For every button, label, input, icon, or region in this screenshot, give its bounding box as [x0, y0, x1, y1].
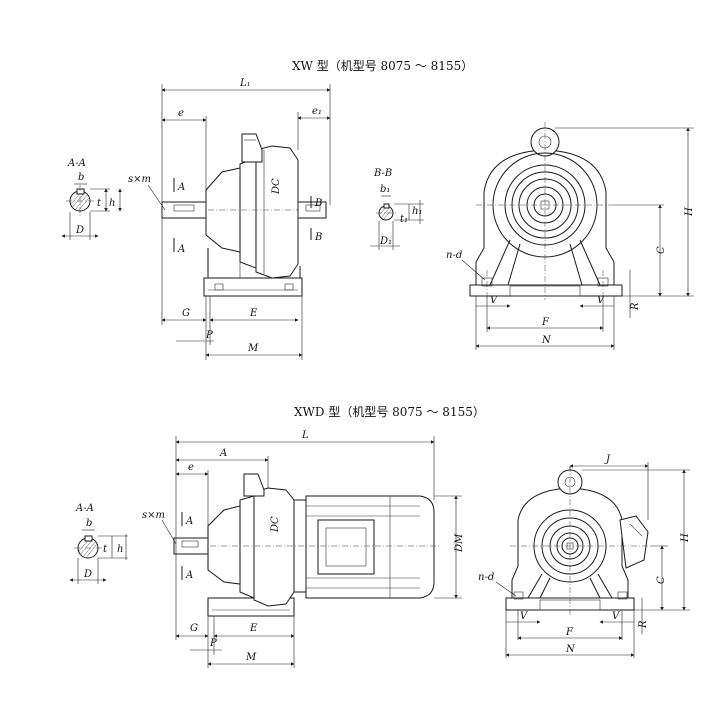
xwd-v-right: V — [612, 611, 621, 622]
xw-g: G — [182, 308, 190, 319]
xw-c: C — [656, 246, 667, 254]
xwd-front-dims: J H C R V V F N — [505, 454, 691, 658]
xwd-a-top: A — [185, 516, 193, 527]
xwd-e: e — [188, 462, 194, 473]
xw-nd: n-d — [446, 250, 462, 261]
xw-dc: DC — [271, 178, 282, 195]
xwd-section-aa: A-A b t h D — [69, 503, 128, 584]
xwd-aa-d: D — [83, 569, 92, 580]
xw-m: M — [247, 343, 259, 354]
xwd-v-left: V — [520, 611, 529, 622]
xw-bb-label: B-B — [373, 168, 392, 179]
xw-e1: e₁ — [312, 106, 322, 117]
xwd-title: XWD 型（机型号 8075 ～ 8155） — [294, 405, 485, 419]
xw-bb-d1: D₁ — [379, 236, 392, 247]
xwd-aa-h: h — [117, 544, 123, 555]
xw-b-bot: B — [314, 232, 322, 243]
xwd-aa-b: b — [86, 518, 92, 529]
xw-bb-t1: t₁ — [400, 214, 408, 225]
xw-n: N — [541, 335, 552, 346]
xw-sxm: s×m — [128, 174, 151, 185]
xwd-r: R — [638, 620, 649, 629]
xw-section-bb: B-B b₁ t₁ h₁ D₁ — [370, 168, 424, 250]
xw-title: XW 型（机型号 8075 ～ 8155） — [292, 59, 473, 73]
xwd-nd: n-d — [478, 572, 494, 583]
xw-aa-b: b — [78, 172, 84, 183]
xw-bb-h1: h₁ — [412, 206, 422, 217]
xw-r: R — [630, 302, 641, 311]
xwd-j: J — [604, 454, 611, 465]
xw-bb-b1: b₁ — [380, 184, 390, 195]
xwd-f: F — [565, 627, 574, 638]
xwd-aa-label: A-A — [75, 503, 94, 514]
xw-side-dims: L₁ e e₁ G E P M — [161, 78, 331, 360]
xwd-side-dims: L A e DM G E P M — [175, 430, 465, 668]
xwd-side-view: DC A A s×m — [142, 473, 440, 617]
xw-aa-t: t — [97, 198, 102, 209]
xw-l1: L₁ — [239, 78, 251, 89]
xw-front-dims: H C R V V F N — [475, 127, 695, 350]
xwd-dc: DC — [270, 516, 281, 533]
xw-a-bot: A — [177, 244, 185, 255]
xw-front-view: n-d — [446, 122, 623, 300]
xw-a-top: A — [177, 182, 185, 193]
xw-aa-d: D — [75, 225, 84, 236]
xw-section-aa: A-A b t h D — [61, 158, 122, 240]
xw-e: e — [178, 108, 184, 119]
xw-side-view: DC A A B B s×m — [128, 133, 327, 297]
xw-e-dim: E — [249, 308, 258, 319]
xwd-m: M — [245, 652, 257, 663]
xwd-dm: DM — [454, 533, 465, 553]
xwd-c: C — [656, 576, 667, 584]
xwd-h-big: H — [680, 533, 691, 543]
xw-h-big: H — [684, 207, 695, 217]
xwd-e-dim: E — [249, 623, 258, 634]
xw-v-right: V — [597, 295, 606, 306]
xwd-sxm: s×m — [142, 510, 165, 521]
xwd-n: N — [565, 644, 576, 655]
xw-aa-h: h — [109, 198, 115, 209]
xwd-p: P — [209, 638, 217, 649]
xw-v-left: V — [490, 295, 499, 306]
xwd-l: L — [301, 430, 309, 441]
xwd-aa-t: t — [103, 544, 108, 555]
xw-b-top: B — [314, 198, 322, 209]
xw-aa-label: A-A — [67, 158, 86, 169]
xwd-a-bot: A — [185, 570, 193, 581]
xwd-front-view: n-d — [478, 466, 650, 615]
xw-p: P — [205, 330, 213, 341]
xwd-g: G — [190, 623, 198, 634]
xwd-a-dim: A — [219, 448, 227, 459]
xw-f: F — [541, 317, 550, 328]
